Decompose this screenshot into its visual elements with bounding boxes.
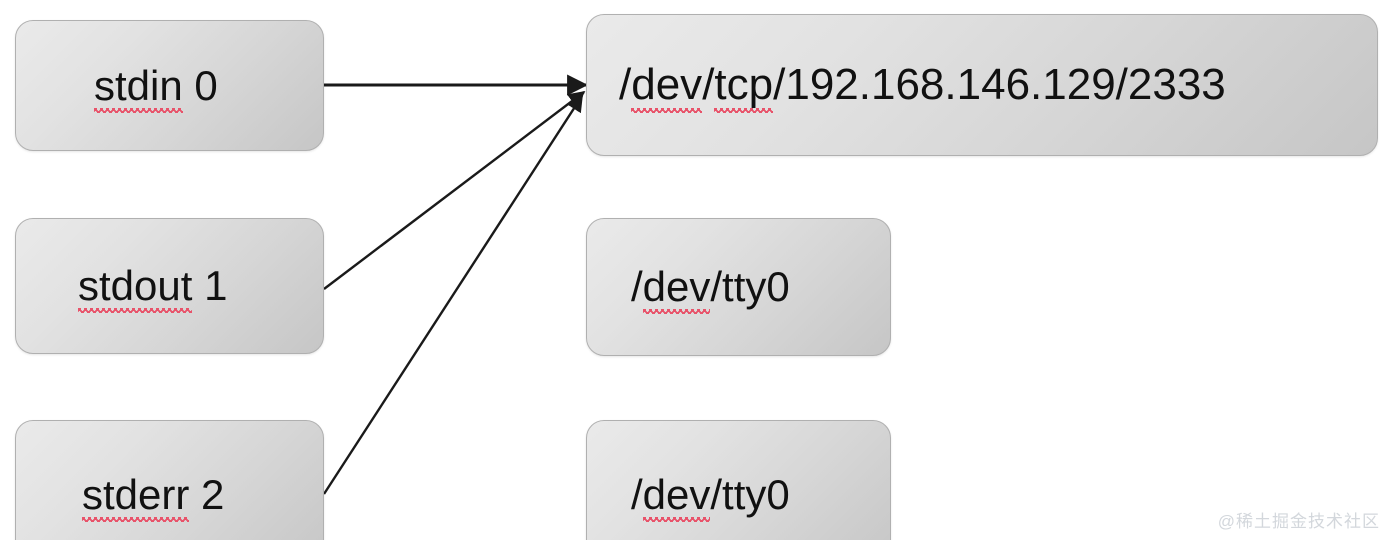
node-dev-tcp-socket[interactable]: /dev/tcp/192.168.146.129/2333 — [586, 14, 1378, 156]
spellcheck-underline: stderr — [82, 471, 190, 522]
node-stdin-label-rest: 0 — [182, 61, 218, 109]
path-suffix: /tty0 — [710, 471, 790, 518]
spellcheck-underline: stdout — [78, 262, 193, 313]
node-stderr-label-rest: 2 — [189, 471, 225, 518]
node-stdin-label: stdin 0 — [94, 61, 218, 113]
edge-stderr-to-devtcp — [322, 94, 584, 495]
node-dev-tty0-stderr-label: /dev/tty0 — [631, 471, 790, 522]
spellcheck-underline: dev — [631, 60, 703, 113]
path-prefix: / — [619, 60, 632, 109]
edge-stdout-to-devtcp — [323, 90, 586, 290]
node-stdout-label: stdout 1 — [78, 262, 228, 313]
spellcheck-underline: dev — [642, 471, 711, 522]
spellcheck-underline: stdin — [94, 61, 183, 113]
node-dev-tty0-stderr[interactable]: /dev/tty0 — [586, 420, 891, 540]
node-stdout-label-rest: 1 — [192, 262, 228, 309]
node-stderr[interactable]: stderr 2 — [15, 420, 324, 540]
node-dev-tcp-socket-label: /dev/tcp/192.168.146.129/2333 — [619, 60, 1226, 113]
spellcheck-underline: dev — [642, 263, 711, 314]
watermark: @稀土掘金技术社区 — [1217, 512, 1380, 531]
path-suffix: /tty0 — [710, 263, 790, 310]
path-prefix: / — [631, 263, 643, 310]
path-separator: / — [702, 60, 715, 109]
node-stdin[interactable]: stdin 0 — [15, 20, 324, 151]
path-suffix: /192.168.146.129/2333 — [773, 60, 1226, 109]
path-prefix: / — [631, 471, 643, 518]
node-stdout[interactable]: stdout 1 — [15, 218, 324, 354]
spellcheck-underline: tcp — [714, 60, 774, 113]
node-dev-tty0-stdout-label: /dev/tty0 — [631, 263, 790, 314]
node-dev-tty0-stdout[interactable]: /dev/tty0 — [586, 218, 891, 356]
node-stderr-label: stderr 2 — [82, 471, 225, 522]
